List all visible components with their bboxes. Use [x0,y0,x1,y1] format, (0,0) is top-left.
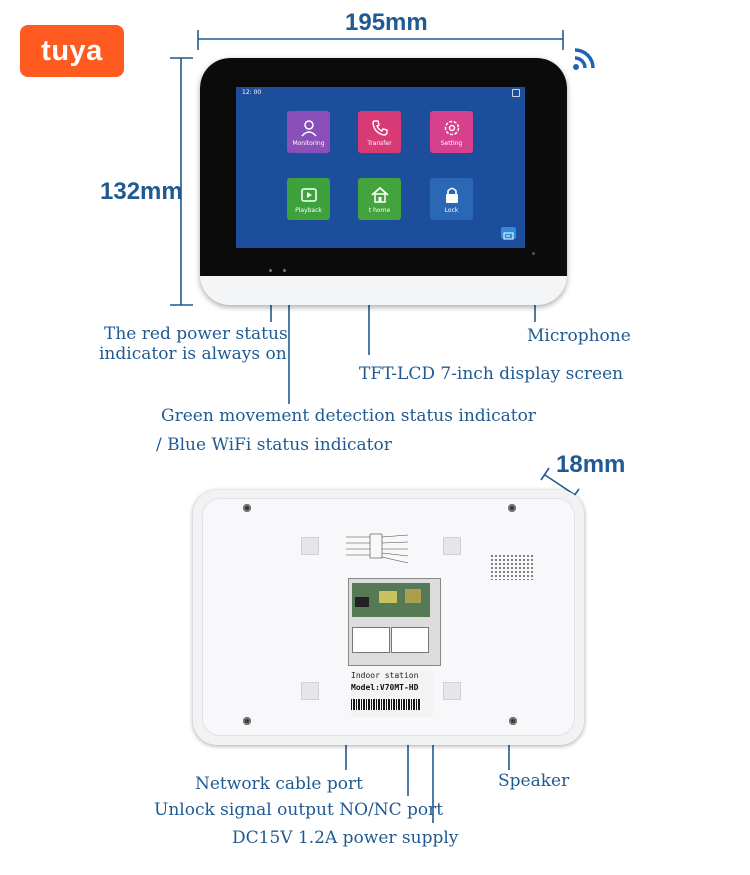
display-screen: 12: 00 Monitoring Transfer Setting Playb… [236,87,525,248]
microphone-label: Microphone [527,326,631,346]
clock-text: 12: 00 [242,89,262,96]
app-label: Transfer [367,140,392,147]
app-lock[interactable]: Lock [430,178,473,220]
house-icon [370,186,389,203]
wire-slot [352,627,390,653]
back-device: Indoor station Model:V70MT-HD [193,490,584,745]
person-icon [300,120,317,137]
status-indicator-label-line2: / Blue WiFi status indicator [156,435,392,455]
wire-slot [391,627,429,653]
app-label: Playback [295,207,322,214]
app-label: Lock [444,207,459,214]
app-label: t home [368,207,391,214]
logo-text: tuya [41,34,103,67]
status-led [283,269,286,272]
screw [243,504,251,512]
app-monitoring[interactable]: Monitoring [287,111,330,153]
network-port [355,597,369,607]
back-panel: Indoor station Model:V70MT-HD [202,498,575,736]
tuya-logo: tuya [20,25,124,77]
status-indicator-label-line1: Green movement detection status indicato… [161,406,536,426]
mount-clip [301,537,319,555]
power-indicator-label-line1: The red power status [104,324,288,344]
sd-card-icon [512,89,520,97]
power-port [405,589,421,603]
front-device: 12: 00 Monitoring Transfer Setting Playb… [200,58,567,305]
screw [509,717,517,725]
lock-icon [445,187,458,203]
play-icon [300,188,317,202]
gear-icon [444,120,459,136]
speaker-grille [490,554,534,580]
app-transfer[interactable]: Transfer [358,111,401,153]
network-port-label: Network cable port [195,774,363,794]
product-sticker: Indoor station Model:V70MT-HD [351,671,433,717]
app-setting[interactable]: Setting [430,111,473,153]
speaker-label: Speaker [498,771,570,791]
back-button[interactable] [501,227,516,240]
relay-port [379,591,397,603]
screw [508,504,516,512]
barcode [351,699,421,710]
connector-panel [348,578,441,666]
width-dimension-label: 195mm [345,9,428,36]
phone-icon [371,120,388,136]
mount-clip [301,682,319,700]
sticker-model: Model:V70MT-HD [351,683,419,692]
display-label: TFT-LCD 7-inch display screen [359,364,624,384]
mount-clip [443,537,461,555]
power-indicator-label-line2: indicator is always on [99,344,287,364]
app-label: Setting [440,140,463,147]
app-playback[interactable]: Playback [287,178,330,220]
height-dimension-label: 132mm [100,178,183,205]
app-home[interactable]: t home [358,178,401,220]
mount-clip [443,682,461,700]
wifi-icon [573,48,595,70]
microphone-hole [532,252,535,255]
unlock-port-label: Unlock signal output NO/NC port [154,800,444,820]
wiring-diagram [346,533,409,564]
power-supply-label: DC15V 1.2A power supply [232,828,459,848]
screw [243,717,251,725]
depth-dimension-label: 18mm [556,451,626,478]
screen-bezel: 12: 00 Monitoring Transfer Setting Playb… [200,58,567,276]
return-icon [503,232,514,240]
sticker-title: Indoor station [351,671,419,680]
power-led [269,269,272,272]
app-label: Monitoring [292,140,325,147]
